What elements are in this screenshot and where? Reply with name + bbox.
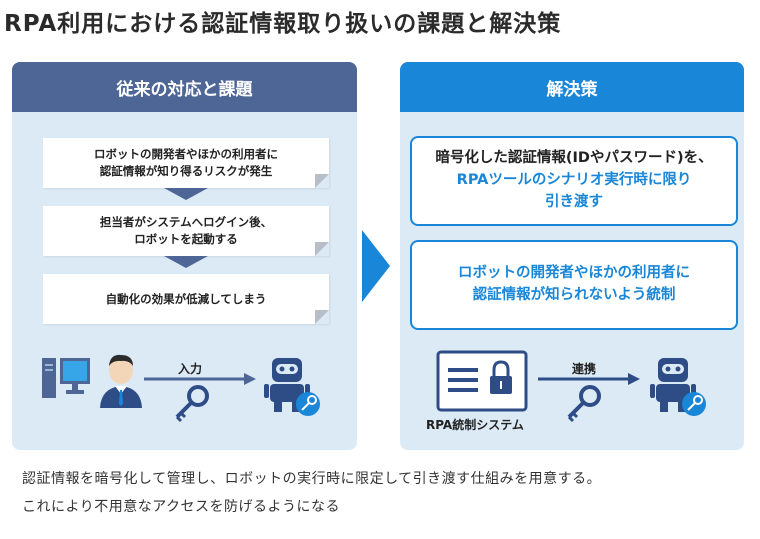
folded-corner-icon <box>315 310 329 324</box>
right-panel: 解決策 暗号化した認証情報(IDやパスワード)を、 RPAツールのシナリオ実行時… <box>400 62 744 450</box>
person-icon <box>100 354 142 408</box>
key-icon <box>567 385 601 423</box>
caption-line-2: これにより不用意なアクセスを防げるようになる <box>22 499 341 515</box>
key-icon <box>175 385 209 423</box>
linkage-label: 連携 <box>572 362 597 376</box>
solution-2-line-2: 認証情報が知られないよう統制 <box>472 287 676 303</box>
caption-line-1: 認証情報を暗号化して管理し、ロボットの実行時に限定して引き渡す仕組みを用意する。 <box>22 471 602 487</box>
robot-icon <box>264 358 320 416</box>
right-arrow-icon <box>144 373 256 385</box>
input-label: 入力 <box>178 362 203 376</box>
computer-icon <box>42 358 90 398</box>
step-3: 自動化の効果が低減してしまう <box>43 274 329 324</box>
left-panel-heading: 従来の対応と課題 <box>12 62 357 112</box>
robot-icon <box>650 358 706 416</box>
left-panel: 従来の対応と課題 ロボットの開発者やほかの利用者に 認証情報が知り得るリスクが発… <box>12 62 357 450</box>
solution-1-line-3: 引き渡す <box>545 193 603 210</box>
solution-box-1: 暗号化した認証情報(IDやパスワード)を、 RPAツールのシナリオ実行時に限り … <box>410 136 738 226</box>
rpa-system-label: RPA統制システム <box>426 418 524 432</box>
right-panel-heading: 解決策 <box>400 62 744 112</box>
solution-box-2: ロボットの開発者やほかの利用者に 認証情報が知られないよう統制 <box>410 240 738 330</box>
rpa-system-icon <box>436 350 528 412</box>
transition-arrow-icon <box>362 230 390 302</box>
right-arrow-icon <box>538 373 640 385</box>
solution-2-line-1: ロボットの開発者やほかの利用者に <box>458 265 690 282</box>
step-1: ロボットの開発者やほかの利用者に 認証情報が知り得るリスクが発生 <box>43 138 329 188</box>
folded-corner-icon <box>315 174 329 188</box>
page-title: RPA利用における認証情報取り扱いの課題と解決策 <box>4 11 562 37</box>
folded-corner-icon <box>315 242 329 256</box>
step-2: 担当者がシステムへログイン後、 ロボットを起動する <box>43 206 329 256</box>
down-arrow-icon <box>164 256 208 268</box>
solution-1-line-2: RPAツールのシナリオ実行時に限り <box>456 172 692 189</box>
down-arrow-icon <box>164 188 208 200</box>
solution-1-line-1: 暗号化した認証情報(IDやパスワード)を、 <box>435 150 713 167</box>
